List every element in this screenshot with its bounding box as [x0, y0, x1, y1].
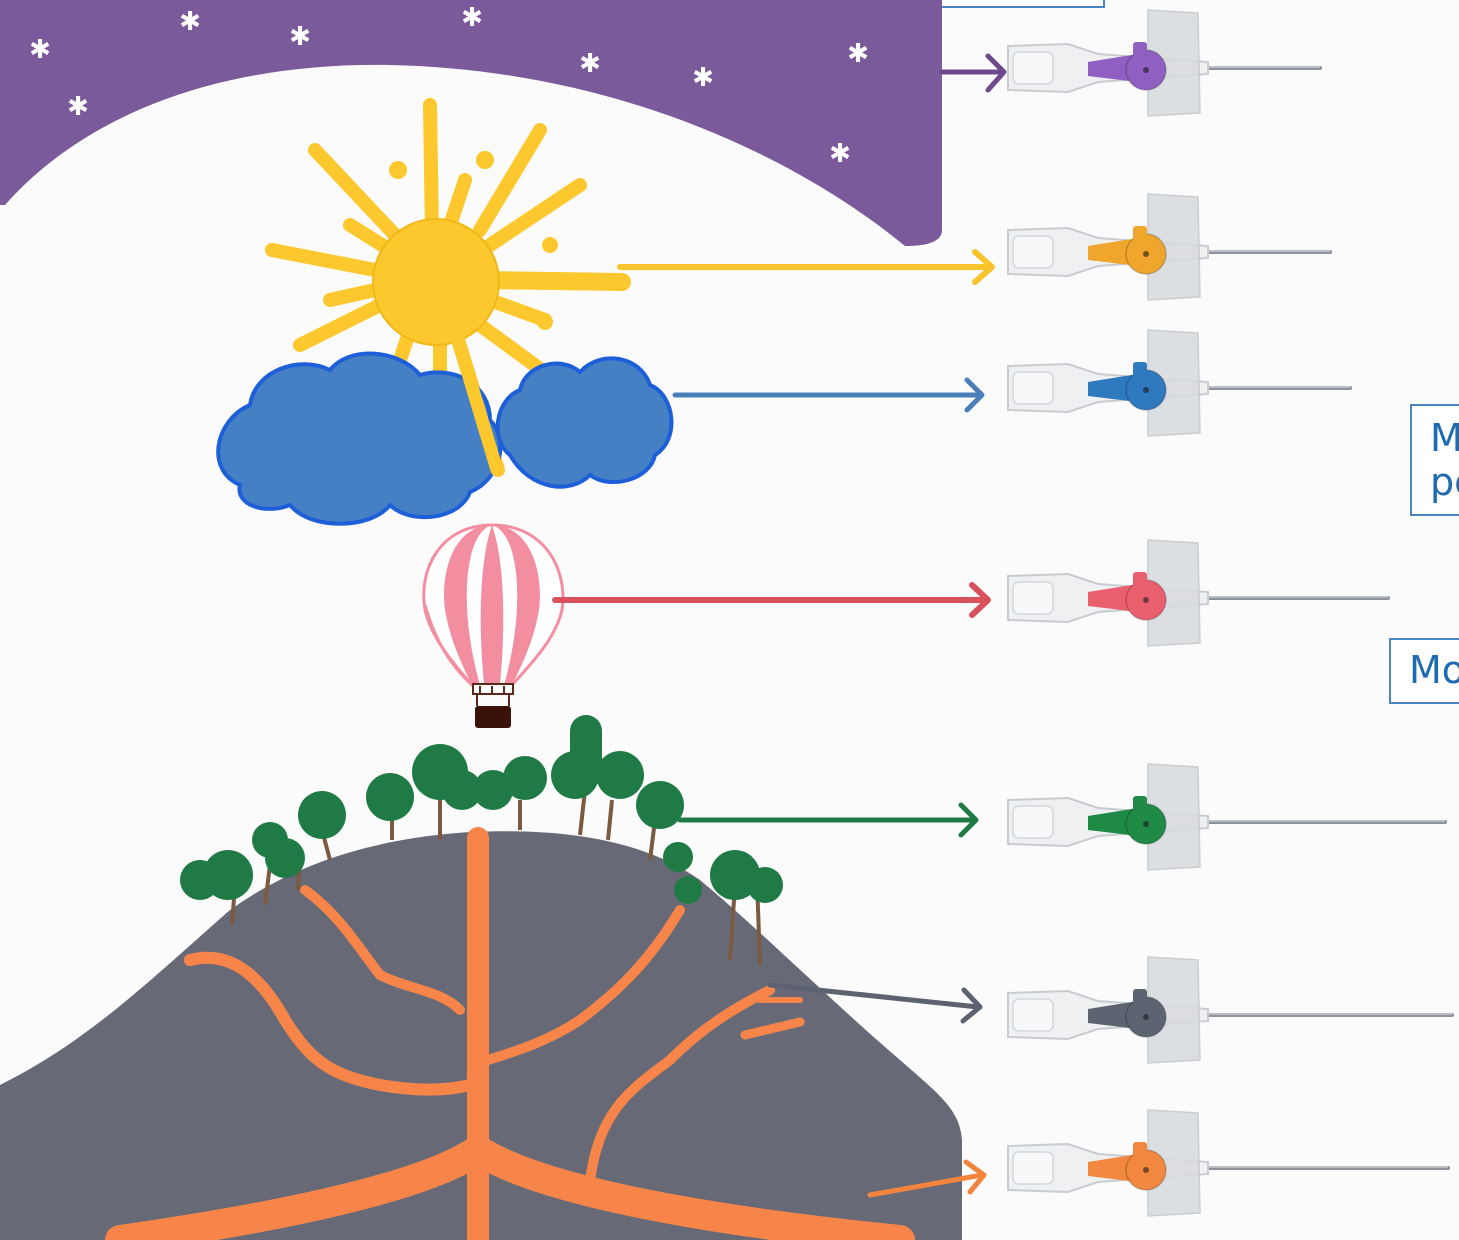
label-box-2: Mo	[1389, 638, 1459, 704]
arrow-blue	[675, 380, 982, 410]
arrow-yellow	[620, 252, 992, 282]
hot-air-balloon-icon	[424, 525, 563, 728]
label-box-2-text: Mo	[1409, 648, 1459, 692]
cloud-icon	[218, 354, 671, 524]
star-icon: ✱	[179, 7, 201, 37]
iv-cannula-purple	[1008, 10, 1320, 116]
night-sky	[0, 0, 942, 246]
iv-cannula-orange	[1008, 1110, 1448, 1216]
catheter-column	[1008, 10, 1452, 1216]
star-icon: ✱	[29, 35, 51, 65]
star-icon: ✱	[847, 39, 869, 69]
label-box-1: M pe	[1410, 404, 1459, 516]
iv-cannula-green	[1008, 764, 1445, 870]
label-box-1-text: M pe	[1430, 416, 1459, 504]
arrow-purple	[942, 56, 1004, 90]
iv-cannula-yellow	[1008, 194, 1330, 300]
star-icon: ✱	[67, 92, 89, 122]
star-icon: ✱	[579, 49, 601, 79]
star-icon: ✱	[289, 22, 311, 52]
arrow-red	[555, 585, 988, 615]
iv-cannula-pink	[1008, 540, 1388, 646]
star-icon: ✱	[692, 63, 714, 93]
iv-cannula-gray	[1008, 957, 1452, 1063]
star-icon: ✱	[461, 3, 483, 33]
arrow-green	[680, 805, 976, 835]
iv-cannula-blue	[1008, 330, 1350, 436]
star-icon: ✱	[829, 139, 851, 169]
